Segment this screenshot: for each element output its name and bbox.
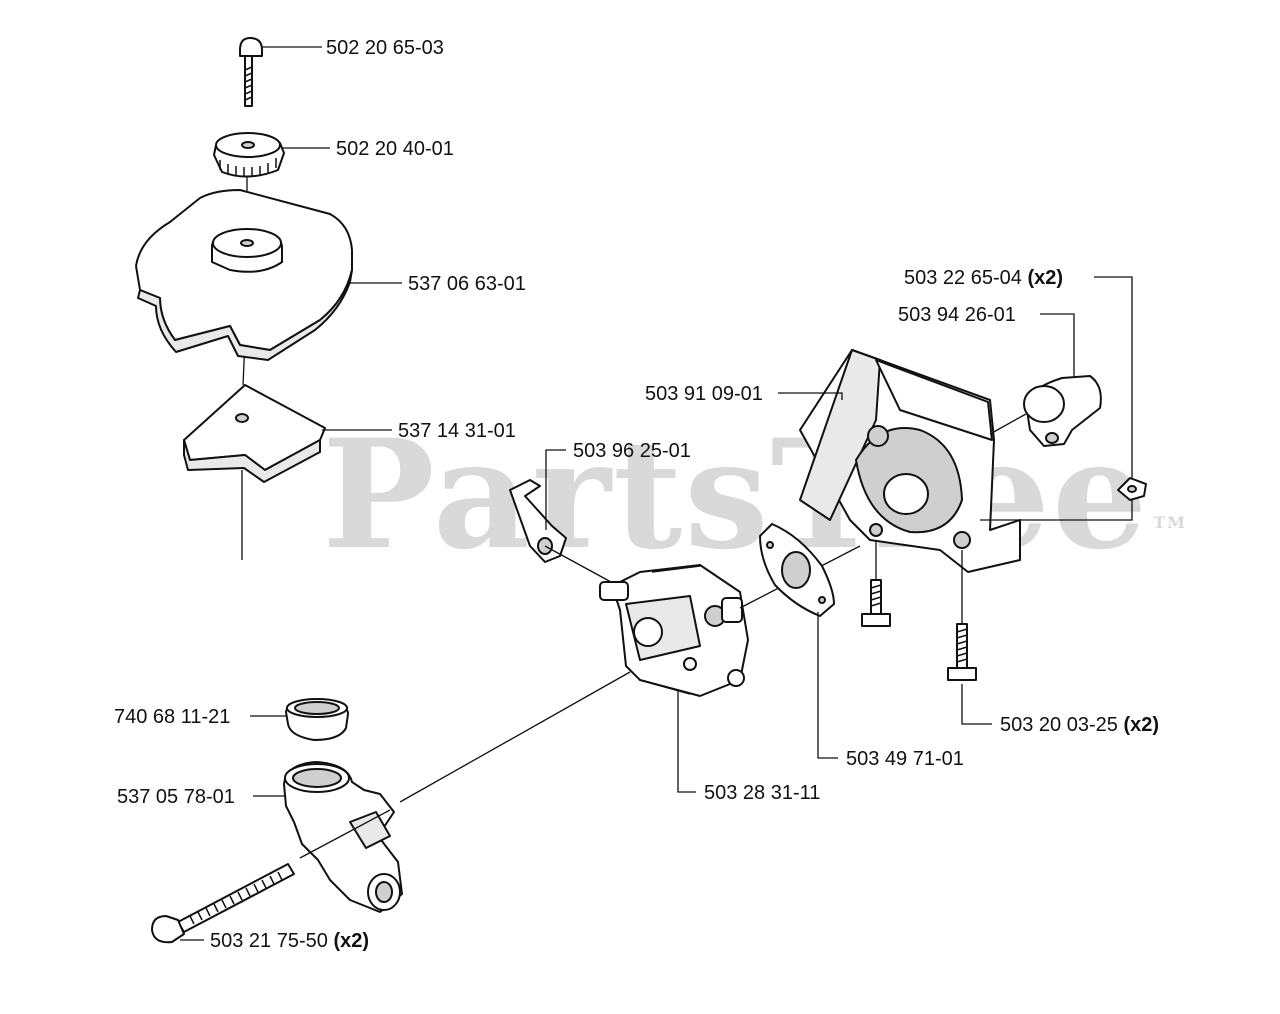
part-label[interactable]: 740 68 11-21	[114, 706, 231, 728]
part-label[interactable]: 503 94 26-01	[898, 304, 1016, 326]
knob-part-icon	[213, 132, 285, 178]
filter-cover-part-icon	[135, 189, 353, 361]
part-label[interactable]: 503 96 25-01	[573, 440, 691, 462]
part-label[interactable]: 502 20 65-03	[326, 37, 444, 59]
part-label[interactable]: 503 28 31-11	[704, 782, 821, 804]
gasket-part-icon	[759, 523, 835, 617]
screw-part-icon	[947, 550, 977, 681]
seal-ring-part-icon	[285, 698, 349, 741]
bolt-part-icon	[239, 37, 263, 107]
filter-housing-part-icon	[799, 349, 1021, 573]
filter-element-part-icon	[183, 384, 326, 483]
carburetor-part-icon	[599, 564, 749, 697]
long-bolt-part-icon	[151, 809, 391, 944]
part-label[interactable]: 503 20 03-25 (x2)	[1000, 714, 1160, 736]
part-label[interactable]: 537 14 31-01	[398, 420, 516, 442]
part-label[interactable]: 503 91 09-01	[645, 383, 763, 405]
intake-adapter-part-icon	[283, 761, 403, 913]
choke-lever-part-icon	[989, 375, 1102, 447]
screw-part-icon	[861, 540, 891, 627]
part-label[interactable]: 503 21 75-50 (x2)	[210, 930, 370, 952]
nut-part-icon	[1117, 477, 1147, 501]
throttle-bracket-part-icon	[509, 479, 567, 563]
part-label[interactable]: 503 22 65-04 (x2)	[904, 267, 1064, 289]
part-label[interactable]: 537 05 78-01	[117, 786, 235, 808]
part-label[interactable]: 503 49 71-01	[846, 748, 964, 770]
part-label[interactable]: 502 20 40-01	[336, 138, 454, 160]
part-label[interactable]: 537 06 63-01	[408, 273, 526, 295]
